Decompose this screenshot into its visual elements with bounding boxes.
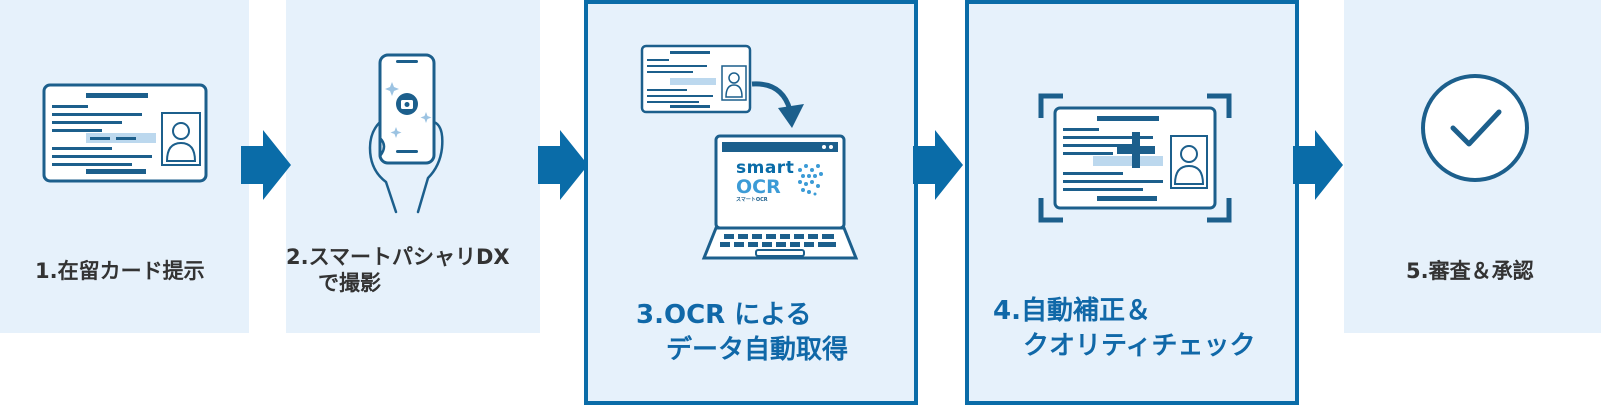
smart-ocr-logo: smart OCR スマートOCR <box>736 160 794 203</box>
arrow-right-icon <box>913 130 963 200</box>
arrow-right-icon <box>1293 130 1343 200</box>
step-5-panel: 5.審査＆承認 <box>1344 0 1601 333</box>
residence-card-icon <box>42 83 208 183</box>
smartphone-hand-icon <box>366 52 456 217</box>
step-5-label: 5.審査＆承認 <box>1406 259 1534 283</box>
card-scan-correction-icon <box>1035 90 1235 226</box>
step-2-panel: 2.スマートパシャリDX で撮影 <box>286 0 540 333</box>
step-1-label: 1.在留カード提示 <box>35 259 205 283</box>
step-3-label: 3.OCR による データ自動取得 <box>636 298 848 368</box>
step-3-panel: smart OCR スマートOCR 3.OCR による データ自動取得 <box>584 0 918 405</box>
logo-smart-text: smart <box>736 158 795 178</box>
step-2-label-line1: 2.スマートパシャリDX <box>286 245 510 269</box>
logo-subtext: スマートOCR <box>736 197 768 203</box>
step-4-label: 4.自動補正＆ クオリティチェック <box>993 294 1255 364</box>
curved-arrow-icon <box>748 76 808 132</box>
step-3-label-line2: データ自動取得 <box>666 335 849 365</box>
laptop-icon: smart OCR スマートOCR <box>700 134 860 270</box>
step-3-label-line1: 3.OCR による <box>636 300 812 330</box>
residence-card-small-icon <box>640 44 752 114</box>
step-4-label-line2: クオリティチェック <box>1023 331 1256 361</box>
step-1-panel: 1.在留カード提示 <box>0 0 249 333</box>
step-4-label-line1: 4.自動補正＆ <box>993 296 1151 326</box>
checkmark-circle-icon <box>1419 72 1531 184</box>
arrow-right-icon <box>241 130 291 200</box>
logo-ocr-text: OCR <box>736 176 781 198</box>
step-2-label-line2: で撮影 <box>318 271 381 295</box>
step-2-label: 2.スマートパシャリDX で撮影 <box>286 244 510 296</box>
step-4-panel: 4.自動補正＆ クオリティチェック <box>965 0 1299 405</box>
arrow-right-icon <box>538 130 588 200</box>
